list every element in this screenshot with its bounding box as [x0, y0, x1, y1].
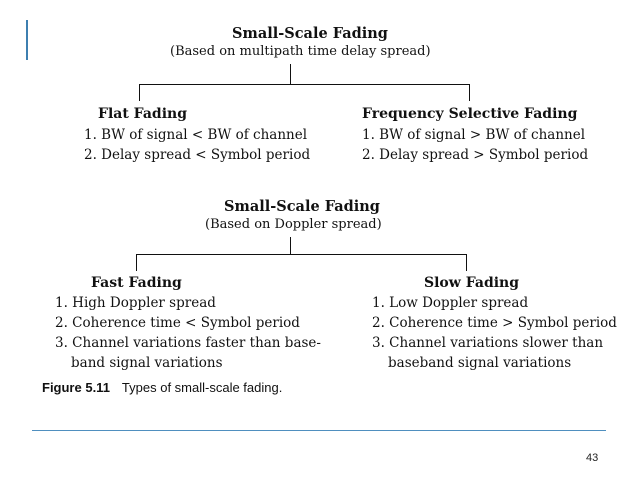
fast-fading-item: 1. High Doppler spread: [55, 295, 216, 311]
title-accent-bar: [26, 20, 28, 60]
page-number: 43: [586, 452, 599, 464]
slow-fading-node: Slow Fading 1. Low Doppler spread 2. Coh…: [372, 275, 617, 373]
figure-label: Figure 5.11: [42, 380, 110, 395]
fast-fading-node: Fast Fading 1. High Doppler spread 2. Co…: [55, 275, 321, 373]
multipath-horizontal-connector: [139, 84, 470, 85]
flat-fading-node: Flat Fading 1. BW of signal < BW of chan…: [84, 106, 310, 165]
doppler-horizontal-connector: [136, 254, 467, 255]
frequency-selective-fading-node: Frequency Selective Fading 1. BW of sign…: [362, 106, 588, 165]
multipath-right-branch-connector: [469, 84, 470, 101]
figure-caption: Figure 5.11 Types of small-scale fading.: [42, 380, 282, 395]
slow-fading-item: 2. Coherence time > Symbol period: [372, 315, 617, 331]
figure-caption-text: Types of small-scale fading.: [121, 380, 283, 395]
frequency-selective-fading-item: 2. Delay spread > Symbol period: [362, 147, 589, 163]
doppler-root-title: Small-Scale Fading: [224, 198, 380, 215]
flat-fading-item: 2. Delay spread < Symbol period: [84, 147, 311, 163]
frequency-selective-fading-item: 1. BW of signal > BW of channel: [362, 127, 586, 143]
slow-fading-title: Slow Fading: [424, 275, 520, 291]
frequency-selective-fading-title: Frequency Selective Fading: [362, 106, 578, 122]
footer-rule: [32, 430, 606, 431]
slow-fading-item: 1. Low Doppler spread: [372, 295, 529, 311]
multipath-root-subtitle: (Based on multipath time delay spread): [170, 44, 431, 59]
doppler-stem-connector: [290, 237, 291, 254]
slow-fading-item: 3. Channel variations slower than: [372, 335, 604, 351]
multipath-left-branch-connector: [139, 84, 140, 101]
flat-fading-item: 1. BW of signal < BW of channel: [84, 127, 308, 143]
doppler-root-subtitle: (Based on Doppler spread): [205, 217, 382, 232]
fast-fading-title: Fast Fading: [91, 275, 182, 291]
multipath-root-title: Small-Scale Fading: [232, 25, 388, 42]
doppler-left-branch-connector: [136, 254, 137, 271]
flat-fading-title: Flat Fading: [98, 106, 187, 122]
fast-fading-item: band signal variations: [71, 355, 223, 371]
fast-fading-item: 2. Coherence time < Symbol period: [55, 315, 300, 331]
fast-fading-item: 3. Channel variations faster than base-: [55, 335, 321, 351]
slow-fading-item: baseband signal variations: [388, 355, 572, 371]
doppler-right-branch-connector: [466, 254, 467, 271]
multipath-stem-connector: [290, 64, 291, 84]
